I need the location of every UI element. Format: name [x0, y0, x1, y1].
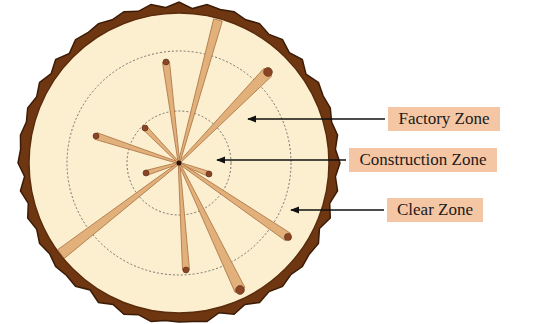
knot-end — [93, 133, 99, 139]
leader-arrow — [217, 159, 346, 160]
zone-name: Clear Zone — [397, 200, 473, 220]
knot-end — [206, 171, 212, 177]
knot — [143, 126, 179, 163]
knot — [145, 162, 179, 175]
zone-label: Clear Zone — [387, 198, 483, 222]
leader-arrow — [248, 118, 385, 119]
knot-end — [143, 170, 149, 176]
knot — [178, 163, 245, 293]
knot-end — [183, 267, 189, 273]
leader-arrow — [291, 209, 384, 210]
zone-label: Construction Zone — [349, 148, 497, 172]
knots — [58, 19, 292, 295]
knot-end — [142, 125, 148, 131]
wood-cross-section — [29, 13, 329, 313]
bark — [18, 2, 340, 322]
zone-name: Factory Zone — [398, 109, 489, 129]
zone-label: Factory Zone — [388, 107, 500, 131]
zone-name: Construction Zone — [359, 150, 486, 170]
knot-end — [284, 233, 291, 240]
pith — [177, 161, 182, 166]
knot-end — [264, 68, 273, 77]
knot-end — [163, 59, 169, 65]
zone-boundary — [67, 51, 291, 275]
knot-end — [236, 286, 245, 295]
knot — [179, 162, 291, 240]
knot — [178, 68, 272, 163]
knot — [58, 162, 180, 258]
